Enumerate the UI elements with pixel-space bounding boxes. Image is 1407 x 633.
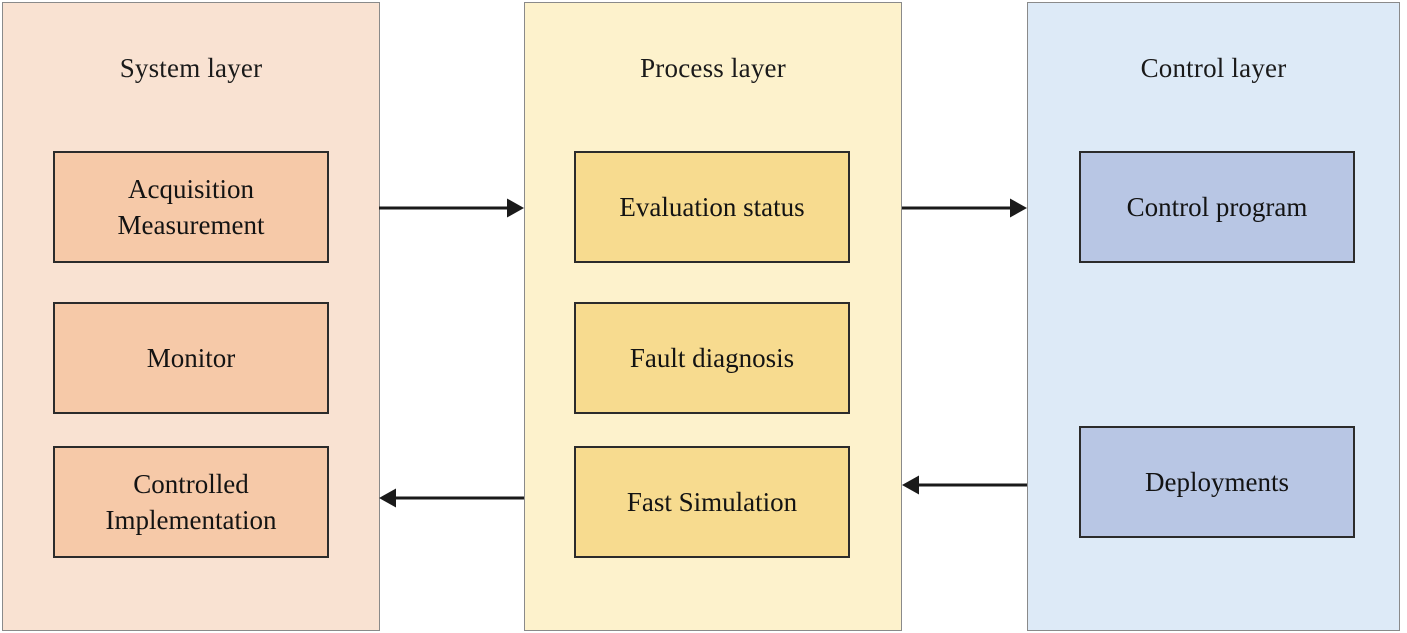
node-label-acquisition-measurement: Acquisition Measurement xyxy=(117,173,265,240)
node-acquisition-measurement[interactable]: Acquisition Measurement xyxy=(53,151,329,263)
node-deployments[interactable]: Deployments xyxy=(1079,426,1355,538)
node-label-controlled-implementation: Controlled Implementation xyxy=(105,468,277,535)
node-label-deployments: Deployments xyxy=(1145,466,1289,497)
arrow-process-to-system xyxy=(379,488,524,508)
control-layer-title: Control layer xyxy=(1140,53,1287,83)
node-fault-diagnosis[interactable]: Fault diagnosis xyxy=(574,302,850,414)
node-evaluation-status[interactable]: Evaluation status xyxy=(574,151,850,263)
node-label-control-program: Control program xyxy=(1126,191,1308,222)
node-label-fast-simulation: Fast Simulation xyxy=(626,486,798,517)
node-label-monitor: Monitor xyxy=(146,342,236,373)
arrow-process-to-control xyxy=(902,198,1027,218)
node-controlled-implementation[interactable]: Controlled Implementation xyxy=(53,446,329,558)
node-fast-simulation[interactable]: Fast Simulation xyxy=(574,446,850,558)
arrow-control-to-process xyxy=(902,475,1027,495)
node-monitor[interactable]: Monitor xyxy=(53,302,329,414)
node-control-program[interactable]: Control program xyxy=(1079,151,1355,263)
process-layer-title: Process layer xyxy=(640,53,786,83)
arrow-system-to-process xyxy=(379,198,524,218)
node-label-evaluation-status: Evaluation status xyxy=(619,191,805,222)
system-layer-title: System layer xyxy=(119,53,263,83)
node-label-fault-diagnosis: Fault diagnosis xyxy=(629,342,795,373)
